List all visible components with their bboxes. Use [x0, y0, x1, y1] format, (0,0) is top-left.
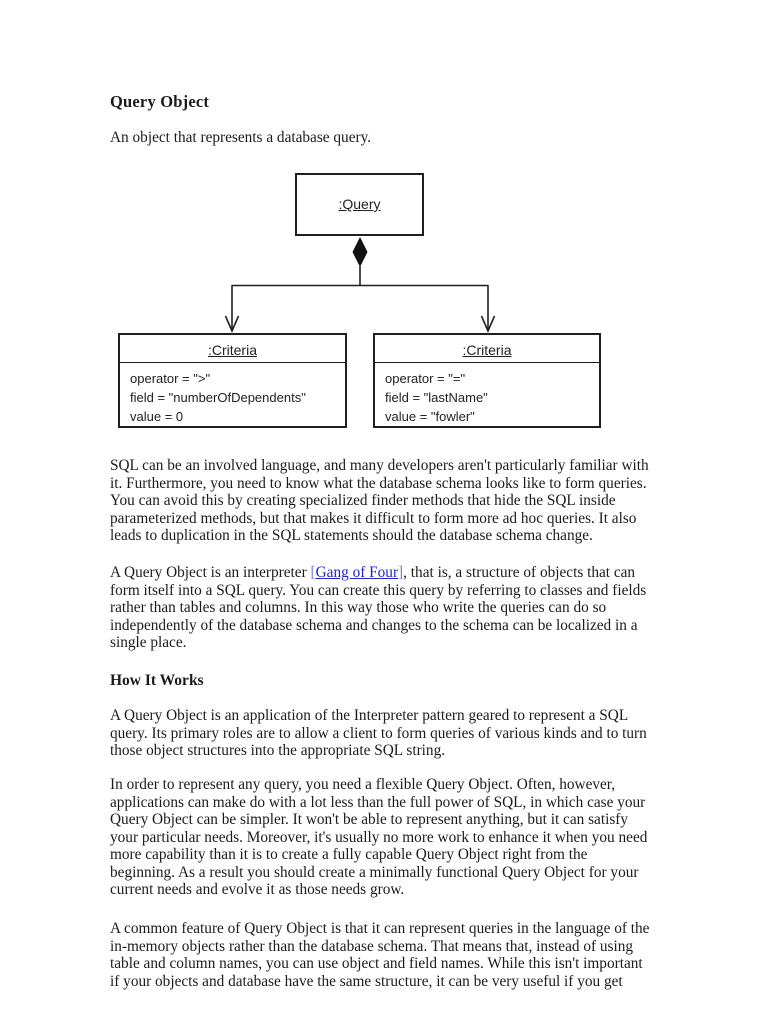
paragraph-interpreter-before: A Query Object is an interpreter	[110, 564, 311, 581]
composition-diamond-icon	[352, 237, 368, 267]
uml-criteria-box-right: :Criteria operator = "=" field = "lastNa…	[373, 333, 601, 428]
paragraph-interpreter: A Query Object is an interpreter [Gang o…	[110, 564, 695, 652]
paragraph-common-feature: A common feature of Query Object is that…	[110, 920, 650, 990]
uml-query-label: :Query	[338, 196, 381, 212]
paragraph-application: A Query Object is an application of the …	[110, 707, 647, 759]
arrowhead-right-icon	[480, 315, 496, 334]
uml-criteria-left-attributes: operator = ">" field = "numberOfDependen…	[130, 371, 306, 424]
gang-of-four-link[interactable]: Gang of Four	[315, 564, 399, 581]
how-it-works-heading: How It Works	[110, 672, 204, 689]
uml-criteria-box-left: :Criteria operator = ">" field = "number…	[118, 333, 347, 428]
paragraph-interpreter-after: , that is, a structure of objects that c…	[110, 564, 647, 651]
paragraph-flexible: In order to represent any query, you nee…	[110, 776, 648, 898]
uml-query-box: :Query	[295, 173, 424, 236]
uml-criteria-left-label: :Criteria	[120, 335, 345, 363]
page-title: Query Object	[110, 92, 210, 111]
arrowhead-left-icon	[224, 315, 240, 334]
uml-criteria-right-label: :Criteria	[375, 335, 599, 363]
uml-criteria-right-attributes: operator = "=" field = "lastName" value …	[385, 371, 488, 424]
citation-bracket-close: ]	[398, 564, 404, 581]
citation-bracket-open: [	[310, 564, 316, 581]
paragraph-sql-involved: SQL can be an involved language, and man…	[110, 457, 649, 544]
intro-paragraph: An object that represents a database que…	[110, 129, 372, 146]
